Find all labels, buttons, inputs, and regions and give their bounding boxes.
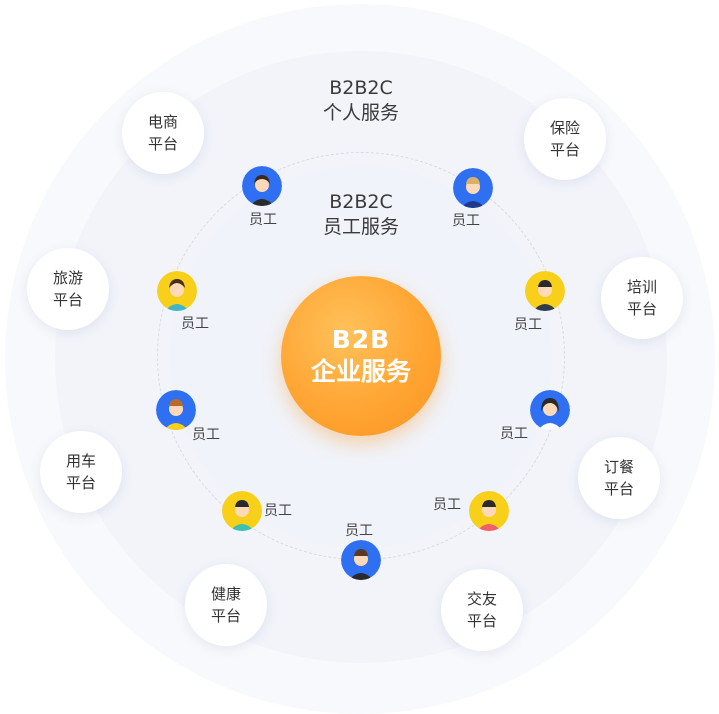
enterprise-service-title: B2B	[331, 325, 391, 354]
platform-line2: 平台	[65, 474, 96, 492]
employee-avatar-icon	[156, 390, 196, 430]
platform-line1: 用车	[65, 452, 96, 470]
employee-label: 员工	[192, 427, 220, 443]
platform-line1: 交友	[466, 590, 497, 608]
platform-line2: 平台	[466, 612, 497, 630]
employee-label: 员工	[452, 213, 480, 229]
platform-health: 健康 平台	[185, 564, 267, 646]
employee-label: 员工	[249, 212, 277, 228]
platform-line1: 保险	[549, 119, 580, 137]
personal-service-subtitle: 个人服务	[322, 102, 399, 124]
employee-service-subtitle: 员工服务	[322, 216, 399, 238]
personal-service-title: B2B2C	[329, 77, 393, 99]
platform-line1: 订餐	[603, 458, 634, 476]
platform-catering: 订餐 平台	[578, 437, 660, 519]
enterprise-service-core: B2B 企业服务	[281, 276, 441, 436]
employee-avatar-icon	[453, 168, 493, 208]
platform-travel: 旅游 平台	[27, 248, 109, 330]
employee-label: 员工	[500, 426, 528, 442]
employee-avatar-icon	[157, 271, 197, 311]
employee-avatar-icon	[341, 540, 381, 580]
platform-line1: 旅游	[52, 269, 83, 287]
employee-avatar-icon	[222, 491, 262, 531]
employee-avatar-icon	[530, 390, 570, 430]
platform-line2: 平台	[626, 300, 657, 318]
platform-social: 交友 平台	[441, 569, 523, 651]
personal-service-label: B2B2C 个人服务	[261, 76, 461, 126]
platform-line1: 健康	[210, 585, 241, 603]
platform-training: 培训 平台	[601, 257, 683, 339]
platform-line2: 平台	[147, 135, 178, 153]
platform-line2: 平台	[603, 480, 634, 498]
platform-line1: 培训	[626, 278, 657, 296]
employee-label: 员工	[433, 497, 461, 513]
platform-insurance: 保险 平台	[524, 98, 606, 180]
employee-label: 员工	[345, 523, 373, 539]
employee-service-title: B2B2C	[329, 191, 393, 213]
employee-label: 员工	[264, 503, 292, 519]
platform-line2: 平台	[549, 141, 580, 159]
platform-car: 用车 平台	[40, 431, 122, 513]
platform-line2: 平台	[52, 291, 83, 309]
employee-service-label: B2B2C 员工服务	[261, 190, 461, 240]
platform-ecommerce: 电商 平台	[122, 92, 204, 174]
employee-avatar-icon	[242, 166, 282, 206]
enterprise-service-subtitle: 企业服务	[310, 357, 411, 386]
employee-label: 员工	[514, 317, 542, 333]
employee-avatar-icon	[525, 271, 565, 311]
employee-label: 员工	[181, 316, 209, 332]
employee-avatar-icon	[469, 491, 509, 531]
platform-line1: 电商	[147, 113, 178, 131]
platform-line2: 平台	[210, 607, 241, 625]
